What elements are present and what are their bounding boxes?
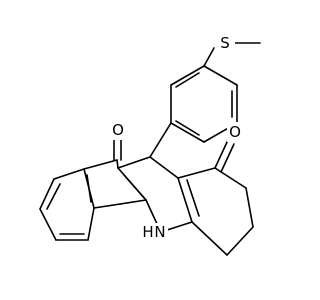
bond-c4-c4a: [191, 221, 228, 256]
bond-c10-c9a: [83, 159, 118, 170]
bond-c4a-c11a: [177, 177, 193, 223]
bond-aryl-c11: [149, 122, 172, 158]
bond-benz-inner-3: [86, 174, 92, 203]
bond-s-aryl: [203, 47, 215, 67]
bond-c4b-c5a: [93, 199, 147, 209]
atom-sulfur: S: [220, 34, 230, 52]
bond-benz-1: [53, 168, 85, 180]
bond-phenyl-1: [203, 65, 238, 86]
atom-labels: S O O N H: [111, 34, 242, 241]
bond-c3-c4: [226, 226, 254, 256]
bond-c2-c3: [245, 187, 254, 228]
atom-nitrogen: N: [154, 223, 165, 241]
bond-c11-c10a: [117, 156, 151, 169]
bond-phenyl-4: [170, 122, 205, 143]
bond-benz-2: [39, 178, 55, 210]
bond-c1-o-b: [220, 143, 235, 173]
bonds: [39, 42, 261, 256]
bond-c11a-c1: [177, 167, 216, 179]
bond-n-c4a: [166, 221, 193, 231]
atom-oxygen-ketone-upper: O: [112, 121, 124, 139]
bond-c1-o-a: [214, 139, 229, 169]
bond-c5a-n: [145, 199, 159, 227]
bond-phenyl-6: [170, 65, 205, 86]
atom-oxygen-ketone-right: O: [229, 123, 241, 141]
atom-nitrogen-hydrogen: H: [142, 223, 153, 241]
bond-c11-c11a: [149, 156, 179, 179]
bond-benz-5: [87, 207, 95, 241]
bond-c10a-c5a-inner: [123, 174, 147, 201]
bond-c4a-c11a-inner: [186, 179, 200, 217]
bond-phenyl-inner-3: [175, 72, 200, 88]
bond-c1-c2: [214, 167, 247, 189]
bond-benz-inner-1: [46, 183, 61, 210]
bond-benz-3: [39, 208, 57, 241]
bond-phenyl-inner-2: [175, 120, 200, 136]
molecule-structure: S O O N H: [39, 34, 261, 256]
bond-c10a-c10: [116, 159, 119, 169]
